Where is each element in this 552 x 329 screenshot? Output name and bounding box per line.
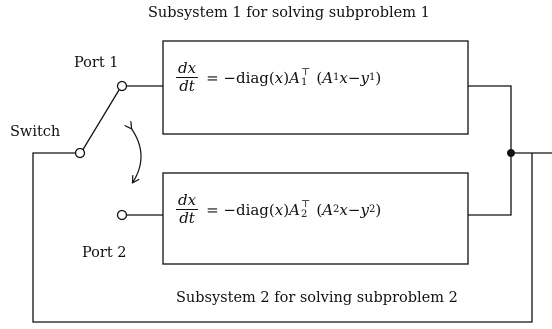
equation-var: x	[274, 68, 284, 87]
equation-minus: −	[347, 68, 361, 87]
equation-close-paren: )	[375, 68, 382, 87]
transpose-symbol: ⊤	[300, 198, 311, 210]
subsystem-2-output-wire	[468, 153, 512, 216]
port-2-label: Port 2	[82, 245, 127, 261]
feedback-wire	[32, 152, 533, 323]
subsystem-1-output-wire	[468, 85, 512, 153]
matrix-symbol: A	[289, 200, 300, 219]
fraction-denominator: dt	[179, 209, 195, 227]
subsystem-1-box	[162, 40, 469, 135]
equation-var-2: x	[339, 68, 348, 87]
equation-close-paren: )	[375, 200, 382, 219]
equation-close: )	[283, 68, 290, 87]
equation-open-paren: (	[316, 68, 323, 87]
equation-equals: = −diag(	[206, 68, 275, 87]
junction-dot	[507, 149, 515, 157]
target-symbol: y	[360, 200, 369, 219]
fraction-numerator: dx	[176, 59, 199, 78]
matrix-symbol: A	[289, 68, 300, 87]
subsystem-2-box	[162, 172, 469, 265]
equation-var-2: x	[339, 200, 348, 219]
toggle-arrow	[131, 128, 142, 182]
matrix-symbol-2: A	[322, 200, 334, 219]
port-2-terminal	[116, 209, 128, 221]
switch-label: Switch	[10, 124, 61, 140]
matrix-index: 1	[300, 76, 308, 88]
matrix-index: 2	[300, 208, 308, 220]
target-symbol: y	[360, 68, 369, 87]
equation-open-paren: (	[316, 200, 323, 219]
target-index: 1	[368, 72, 376, 83]
fraction-denominator: dt	[179, 77, 195, 95]
port-1-terminal	[116, 80, 128, 92]
matrix-index-2: 1	[333, 72, 340, 83]
derivative-fraction: dx dt	[176, 59, 199, 95]
equation-close: )	[283, 200, 290, 219]
subsystem-1-caption: Subsystem 1 for solving subproblem 1	[148, 5, 430, 21]
transpose-symbol: ⊤	[300, 66, 311, 78]
target-index: 2	[368, 204, 376, 215]
port-1-label: Port 1	[74, 55, 119, 71]
derivative-fraction: dx dt	[176, 191, 199, 227]
equation-var: x	[274, 200, 284, 219]
matrix-index-2: 2	[333, 204, 340, 215]
switch-blade	[82, 89, 120, 150]
equation-equals: = −diag(	[206, 200, 275, 219]
fraction-numerator: dx	[176, 191, 199, 210]
matrix-transpose-index: ⊤ 1	[300, 66, 311, 88]
switch-pivot	[74, 147, 86, 159]
matrix-symbol-2: A	[322, 68, 334, 87]
subsystem-2-caption: Subsystem 2 for solving subproblem 2	[176, 290, 458, 306]
equation-minus: −	[347, 200, 361, 219]
matrix-transpose-index: ⊤ 2	[300, 198, 311, 220]
